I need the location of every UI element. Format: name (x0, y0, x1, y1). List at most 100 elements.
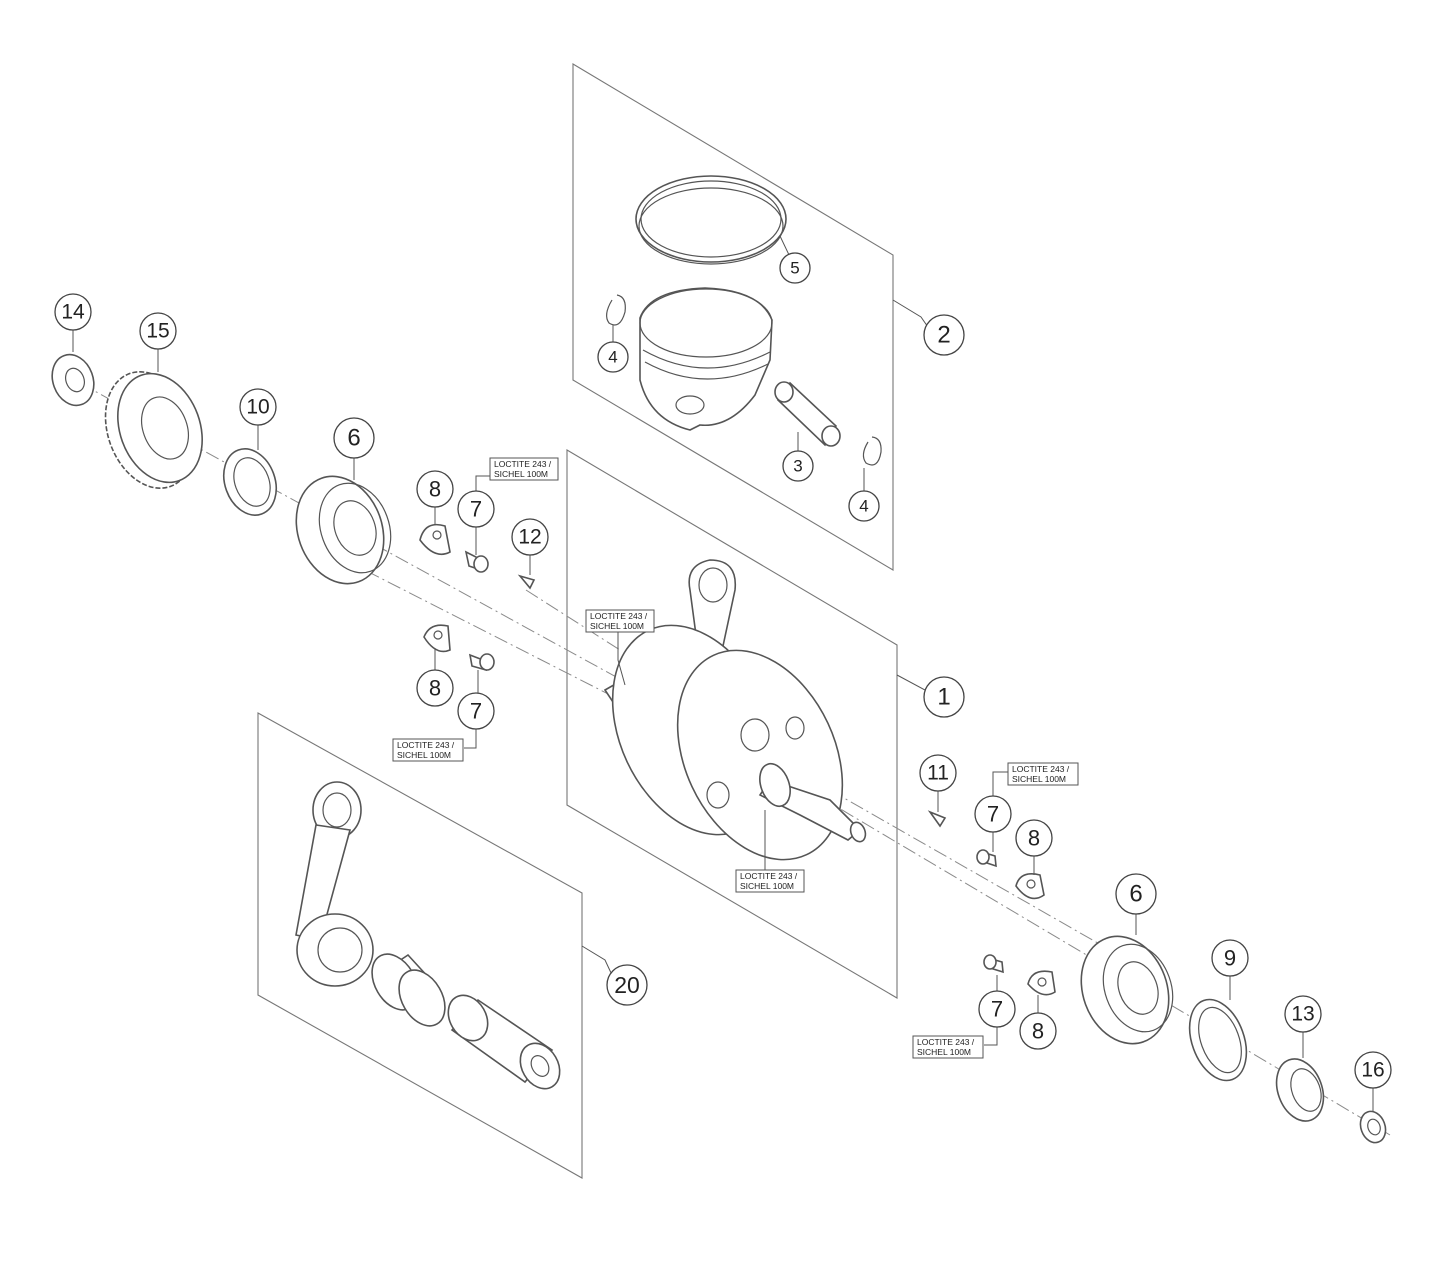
svg-text:13: 13 (1291, 1003, 1314, 1026)
crank-pin (447, 994, 561, 1090)
svg-text:8: 8 (1032, 1019, 1044, 1044)
svg-text:SICHEL 100M: SICHEL 100M (494, 469, 548, 479)
conrod-bearing (371, 953, 446, 1027)
nut-14 (51, 353, 95, 407)
key-axis (525, 589, 621, 651)
svg-text:8: 8 (429, 477, 441, 502)
loctite-note-crank-bottom: LOCTITE 243 / SICHEL 100M (735, 869, 805, 893)
lock-plate-8-right-upper (1015, 873, 1045, 900)
loctite-note-upper-right: LOCTITE 243 / SICHEL 100M (1007, 762, 1079, 786)
callout-7-upper-left: 7 (457, 490, 495, 528)
svg-text:6: 6 (1129, 881, 1142, 908)
callout-8-upper-right: 8 (1015, 819, 1053, 857)
callout-2: 2 (923, 314, 965, 356)
svg-text:2: 2 (937, 322, 950, 349)
svg-text:10: 10 (246, 396, 269, 419)
callout-7-upper-right: 7 (974, 795, 1012, 833)
bearing-6-left (295, 475, 392, 585)
callout-14: 14 (54, 293, 92, 331)
lower-axis (344, 559, 621, 701)
primary-gear-15 (104, 371, 203, 489)
svg-text:8: 8 (1028, 826, 1040, 851)
callout-1: 1 (923, 676, 965, 718)
loctite-note-lower-right: LOCTITE 243 / SICHEL 100M (912, 1035, 984, 1059)
leader-lines (72, 235, 1374, 1112)
loctite-note-lower-left: LOCTITE 243 / SICHEL 100M (392, 738, 464, 762)
lock-plate-8-right-lower (1027, 970, 1056, 996)
svg-text:20: 20 (614, 972, 640, 998)
svg-text:7: 7 (987, 802, 999, 827)
woodruff-key-12 (517, 574, 536, 590)
svg-text:LOCTITE 243 /: LOCTITE 243 / (397, 740, 455, 750)
svg-text:1: 1 (937, 684, 950, 711)
crankshaft (603, 559, 867, 861)
svg-text:SICHEL 100M: SICHEL 100M (740, 881, 794, 891)
callout-6-right: 6 (1115, 873, 1157, 915)
callout-4-upper: 4 (597, 341, 629, 373)
svg-text:LOCTITE 243 /: LOCTITE 243 / (590, 611, 648, 621)
loctite-note-top-center: LOCTITE 243 / SICHEL 100M (489, 457, 559, 481)
callout-8-lower-right: 8 (1019, 1012, 1057, 1050)
right-lower-axis (829, 789, 1111, 951)
svg-text:3: 3 (793, 457, 802, 476)
svg-text:16: 16 (1361, 1059, 1384, 1082)
callout-8-lower-left: 8 (416, 669, 454, 707)
callout-7-lower-left: 7 (457, 692, 495, 730)
screw-7-upper (464, 550, 489, 573)
svg-text:SICHEL 100M: SICHEL 100M (590, 621, 644, 631)
seal-ring-10 (222, 448, 278, 516)
circlip-right (862, 436, 882, 466)
piston-pin (774, 381, 841, 447)
piston (639, 287, 773, 431)
svg-text:SICHEL 100M: SICHEL 100M (1012, 774, 1066, 784)
callout-15: 15 (139, 312, 177, 350)
svg-text:7: 7 (470, 497, 482, 522)
callout-13: 13 (1284, 995, 1322, 1033)
circlip-left (606, 294, 626, 326)
screw-7-right-upper (976, 849, 997, 868)
callout-16: 16 (1354, 1051, 1392, 1089)
svg-text:12: 12 (518, 526, 541, 549)
callout-12: 12 (511, 518, 549, 556)
callout-9: 9 (1211, 939, 1249, 977)
callout-10: 10 (239, 388, 277, 426)
svg-text:LOCTITE 243 /: LOCTITE 243 / (917, 1037, 975, 1047)
lock-plate-8-upper (419, 523, 451, 556)
svg-text:15: 15 (146, 320, 169, 343)
svg-text:11: 11 (927, 762, 949, 785)
callout-4-lower: 4 (848, 490, 880, 522)
piston-rings (635, 175, 787, 265)
svg-text:4: 4 (859, 497, 868, 516)
callout-7-lower-right: 7 (978, 990, 1016, 1028)
svg-text:8: 8 (429, 676, 441, 701)
svg-text:LOCTITE 243 /: LOCTITE 243 / (494, 459, 552, 469)
svg-text:SICHEL 100M: SICHEL 100M (917, 1047, 971, 1057)
seal-ring-9 (1188, 998, 1248, 1082)
svg-text:5: 5 (790, 259, 799, 278)
callout-5: 5 (779, 252, 811, 284)
callout-3: 3 (782, 450, 814, 482)
screw-7-lower (468, 653, 495, 672)
svg-text:6: 6 (347, 425, 360, 452)
spacer-13 (1275, 1058, 1325, 1122)
screw-7-right-lower (983, 954, 1004, 974)
svg-text:4: 4 (608, 348, 617, 367)
woodruff-key-11 (927, 810, 947, 828)
bearing-6-right (1080, 935, 1174, 1045)
callout-8-upper-left: 8 (416, 470, 454, 508)
svg-text:7: 7 (470, 699, 482, 724)
lock-plate-8-lower (423, 624, 451, 653)
loctite-note-crank-left: LOCTITE 243 / SICHEL 100M (585, 609, 655, 633)
nut-16 (1359, 1110, 1387, 1144)
svg-text:SICHEL 100M: SICHEL 100M (397, 750, 451, 760)
svg-text:LOCTITE 243 /: LOCTITE 243 / (1012, 764, 1070, 774)
svg-text:LOCTITE 243 /: LOCTITE 243 / (740, 871, 798, 881)
callout-20: 20 (606, 964, 648, 1006)
connecting-rod (295, 781, 374, 987)
svg-text:7: 7 (991, 997, 1003, 1022)
callout-6-left: 6 (333, 417, 375, 459)
svg-text:14: 14 (61, 301, 85, 324)
callout-11: 11 (919, 754, 957, 792)
svg-text:9: 9 (1224, 946, 1236, 971)
